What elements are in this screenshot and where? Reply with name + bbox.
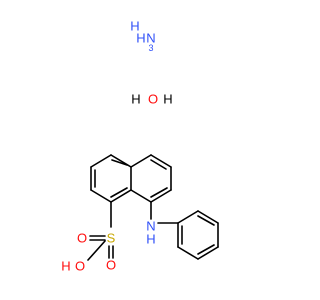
ammonia-h3-subscript: 3 [148,43,153,53]
sulfonic-acid-group: S O O O H [61,201,116,274]
hydrogen-nh-label: H [146,232,155,247]
water-molecule: H O H [131,92,172,107]
nitrogen-label: N [146,219,155,234]
bond-c8a-c4a-double [111,159,128,166]
bond-c7-c8-double [150,187,168,198]
bond-c3-c2 [90,189,112,203]
ammonia-h-top-label: H [130,19,139,34]
bond-c4a-c5 [130,154,152,168]
bond-c4a-c4 [90,154,112,168]
phenyl-ring [177,210,219,260]
naphthalene-rings [90,154,172,203]
bond-c2-c1-double [110,187,128,198]
oxygen-top-label: O [77,231,87,246]
water-h-label: H [131,92,140,107]
hydrogen-oh-label: H [61,259,70,274]
bond-ph-2-3 [197,210,219,224]
bond-c5-c6 [150,154,172,168]
bond-c5-c6-double [150,159,167,170]
bond-ph-4-5-double [197,244,215,255]
bond-ph-2-3-double [197,215,215,226]
water-o-label: O [148,92,158,107]
oxygen-oh-label: O [75,259,85,274]
bond-c2-c1 [110,189,132,203]
bond-ph-4-5 [197,246,219,260]
ammonia-h-left-label: H [136,31,145,46]
chemical-structure-canvas: H N H 3 H O H S O [61,19,219,274]
water-h2-label: H [163,92,172,107]
ammonia-n-label: N [146,31,155,46]
bond-ph-5-6 [177,246,199,260]
ammonia-molecule: H N H 3 [130,19,155,54]
bond-ph-1-2 [177,210,199,224]
anilino-group: N H [146,201,179,247]
bond-c8-c8a [130,189,152,203]
bond-s-oh [87,240,106,261]
bond-c7-c8 [150,189,172,203]
sulfur-label: S [107,231,116,246]
oxygen-bottom-label: O [106,258,116,273]
